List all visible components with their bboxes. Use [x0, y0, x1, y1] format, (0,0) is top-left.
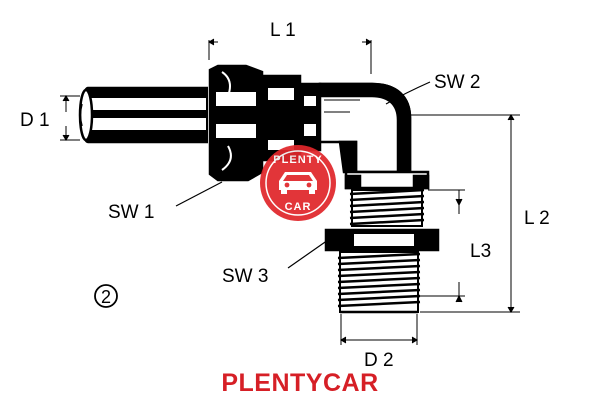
plentycar-watermark-logo: PLENTY CAR	[260, 145, 336, 221]
label-l2: L 2	[524, 208, 550, 229]
elbow	[318, 82, 412, 174]
brand-caption: PLENTYCAR	[221, 369, 379, 397]
label-l1: L 1	[270, 20, 296, 41]
watermark-text-bottom: CAR	[285, 201, 312, 213]
label-sw3: SW 3	[222, 266, 268, 287]
watermark-text-top: PLENTY	[273, 154, 322, 166]
index-marker: 2	[94, 284, 118, 308]
car-icon	[279, 172, 317, 194]
lower-thread	[337, 251, 421, 314]
lower-nut	[344, 170, 430, 190]
pipe	[78, 86, 208, 144]
label-d2: D 2	[364, 350, 394, 371]
sw1-nut	[208, 64, 264, 182]
label-sw2: SW 2	[434, 72, 480, 93]
dimension-lines	[60, 38, 520, 345]
index-number: 2	[101, 287, 111, 307]
label-l3: L3	[470, 241, 491, 262]
upper-thread	[349, 188, 425, 227]
label-sw1: SW 1	[108, 202, 154, 223]
label-d1: D 1	[20, 110, 50, 131]
sw3-nut	[324, 228, 440, 252]
